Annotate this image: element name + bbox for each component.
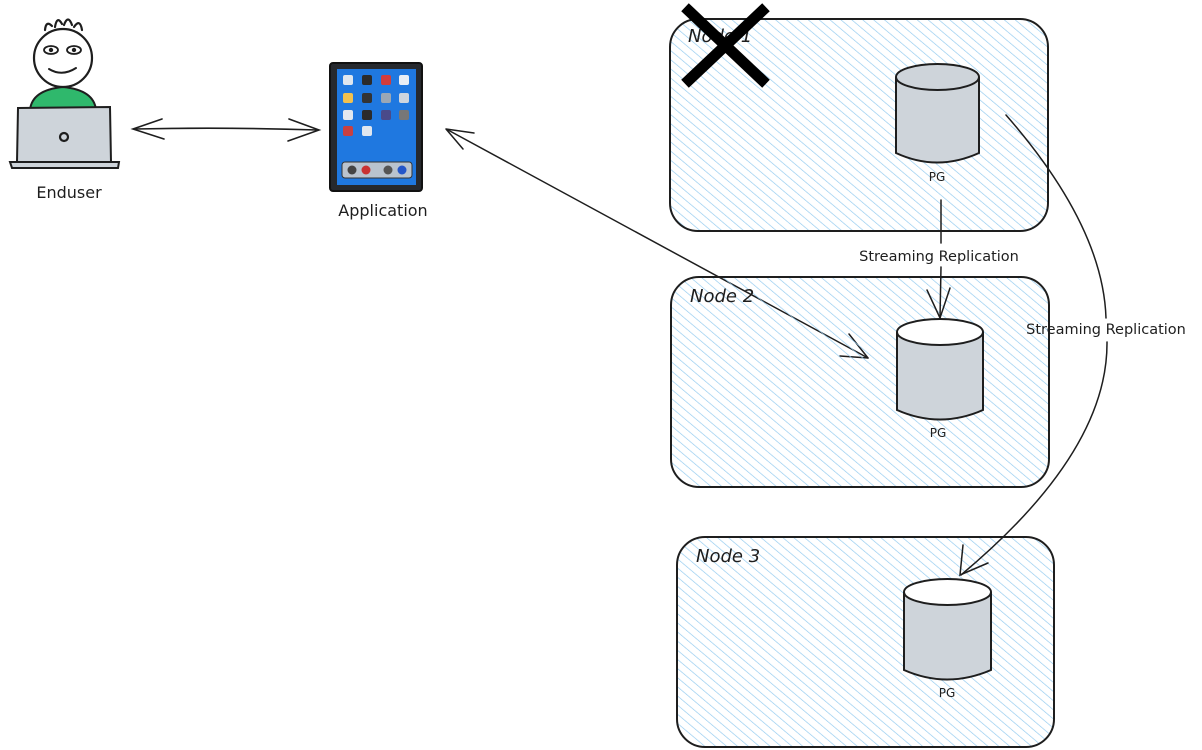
node-3-db-label: PG [939,686,956,700]
app-icons [343,75,409,136]
node-2: Node 2 PG [670,276,1050,488]
node-2-db-label: PG [930,426,947,440]
node-3-database-icon [903,578,992,681]
node-1-database-icon [895,63,980,164]
enduser-figure [8,18,121,169]
node-3-label: Node 3 [696,546,760,567]
node-1-failed-mark [681,3,770,88]
enduser-application-arrow [130,118,322,142]
node-2-label: Node 2 [690,286,754,307]
node-1: Node 1 PG [669,3,1049,232]
node-1-db-label: PG [929,170,946,184]
replication-arrow-node1-node2 [926,199,951,321]
node-3: Node 3 PG [676,536,1055,748]
replication-label-node2: Streaming Replication [859,249,1019,265]
application-label: Application [338,201,427,220]
replication-arrow-node1-node3 [959,114,1108,577]
enduser-label: Enduser [36,183,102,202]
application-device [329,62,423,192]
replication-label-node3: Streaming Replication [1026,322,1186,338]
node-2-database-icon [896,318,984,421]
